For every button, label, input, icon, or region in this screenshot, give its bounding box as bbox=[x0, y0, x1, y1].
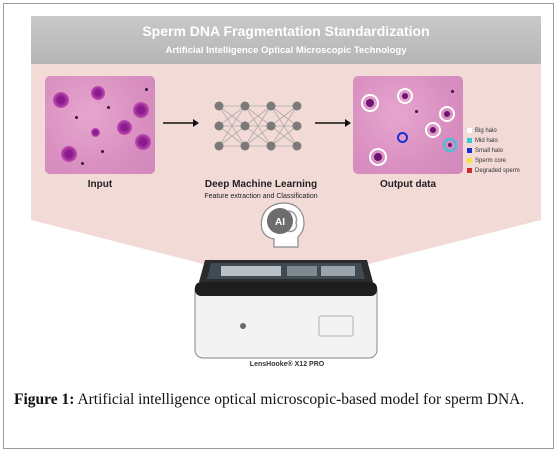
sperm-core bbox=[145, 88, 148, 91]
arrow-right-icon bbox=[315, 119, 351, 127]
diagram: Sperm DNA Fragmentation Standardization … bbox=[31, 16, 541, 386]
legend-item: Small halo bbox=[467, 146, 547, 155]
diagram-title: Sperm DNA Fragmentation Standardization bbox=[142, 23, 430, 39]
input-label: Input bbox=[87, 179, 113, 190]
sperm-head bbox=[117, 120, 132, 135]
sperm-core bbox=[107, 106, 110, 109]
sperm-core bbox=[415, 110, 418, 113]
input-microscope-image bbox=[45, 76, 155, 174]
model-sublabel: Feature extraction and Classification bbox=[204, 193, 318, 200]
figure-caption: Figure 1: Artificial intelligence optica… bbox=[14, 390, 554, 410]
legend-swatch bbox=[467, 168, 472, 173]
ai-head-icon: AI bbox=[260, 202, 305, 248]
diagram-subtitle: Artificial Intelligence Optical Microsco… bbox=[165, 45, 407, 56]
legend-item: Sperm core bbox=[467, 156, 547, 165]
arrow-right-icon bbox=[163, 119, 199, 127]
output-microscope-image bbox=[353, 76, 463, 174]
legend-swatch bbox=[467, 158, 472, 163]
sperm-head bbox=[135, 134, 151, 150]
legend-label: Small halo bbox=[475, 147, 504, 154]
header-band: Sperm DNA Fragmentation Standardization … bbox=[31, 16, 541, 64]
caption-text: Artificial intelligence optical microsco… bbox=[74, 391, 525, 408]
legend-label: Big halo bbox=[475, 127, 497, 134]
legend-item: Big halo bbox=[467, 126, 547, 135]
sperm-head bbox=[61, 146, 77, 162]
funnel-shape bbox=[31, 220, 541, 280]
legend-label: Mid halo bbox=[475, 137, 498, 144]
sperm-core bbox=[451, 90, 454, 93]
sperm-core bbox=[101, 150, 104, 153]
small-halo-marker bbox=[397, 132, 408, 143]
legend-label: Sperm core bbox=[475, 157, 507, 164]
legend-label: Degraded sperm bbox=[475, 167, 520, 174]
legend-item: Degraded sperm bbox=[467, 166, 547, 175]
figure-frame: Sperm DNA Fragmentation Standardization … bbox=[3, 3, 554, 449]
big-halo-marker bbox=[397, 88, 413, 104]
caption-label: Figure 1: bbox=[14, 391, 75, 408]
ai-badge-text: AI bbox=[275, 217, 285, 228]
big-halo-marker bbox=[369, 148, 387, 166]
model-label: Deep Machine Learning bbox=[204, 179, 318, 190]
sperm-head bbox=[91, 86, 105, 100]
sperm-core bbox=[75, 116, 78, 119]
output-label: Output data bbox=[379, 179, 437, 190]
mid-halo-marker bbox=[443, 138, 457, 152]
legend-swatch bbox=[467, 128, 472, 133]
sperm-head bbox=[91, 128, 100, 137]
sperm-head bbox=[53, 92, 69, 108]
lenshooke-device bbox=[194, 260, 378, 359]
big-halo-marker bbox=[425, 122, 441, 138]
sperm-head bbox=[133, 102, 149, 118]
neural-network-icon bbox=[214, 101, 302, 151]
big-halo-marker bbox=[361, 94, 379, 112]
legend-swatch bbox=[467, 138, 472, 143]
device-label: LensHooke® X12 PRO bbox=[249, 361, 325, 368]
big-halo-marker bbox=[439, 106, 455, 122]
legend-swatch bbox=[467, 148, 472, 153]
legend-item: Mid halo bbox=[467, 136, 547, 145]
sperm-core bbox=[81, 162, 84, 165]
